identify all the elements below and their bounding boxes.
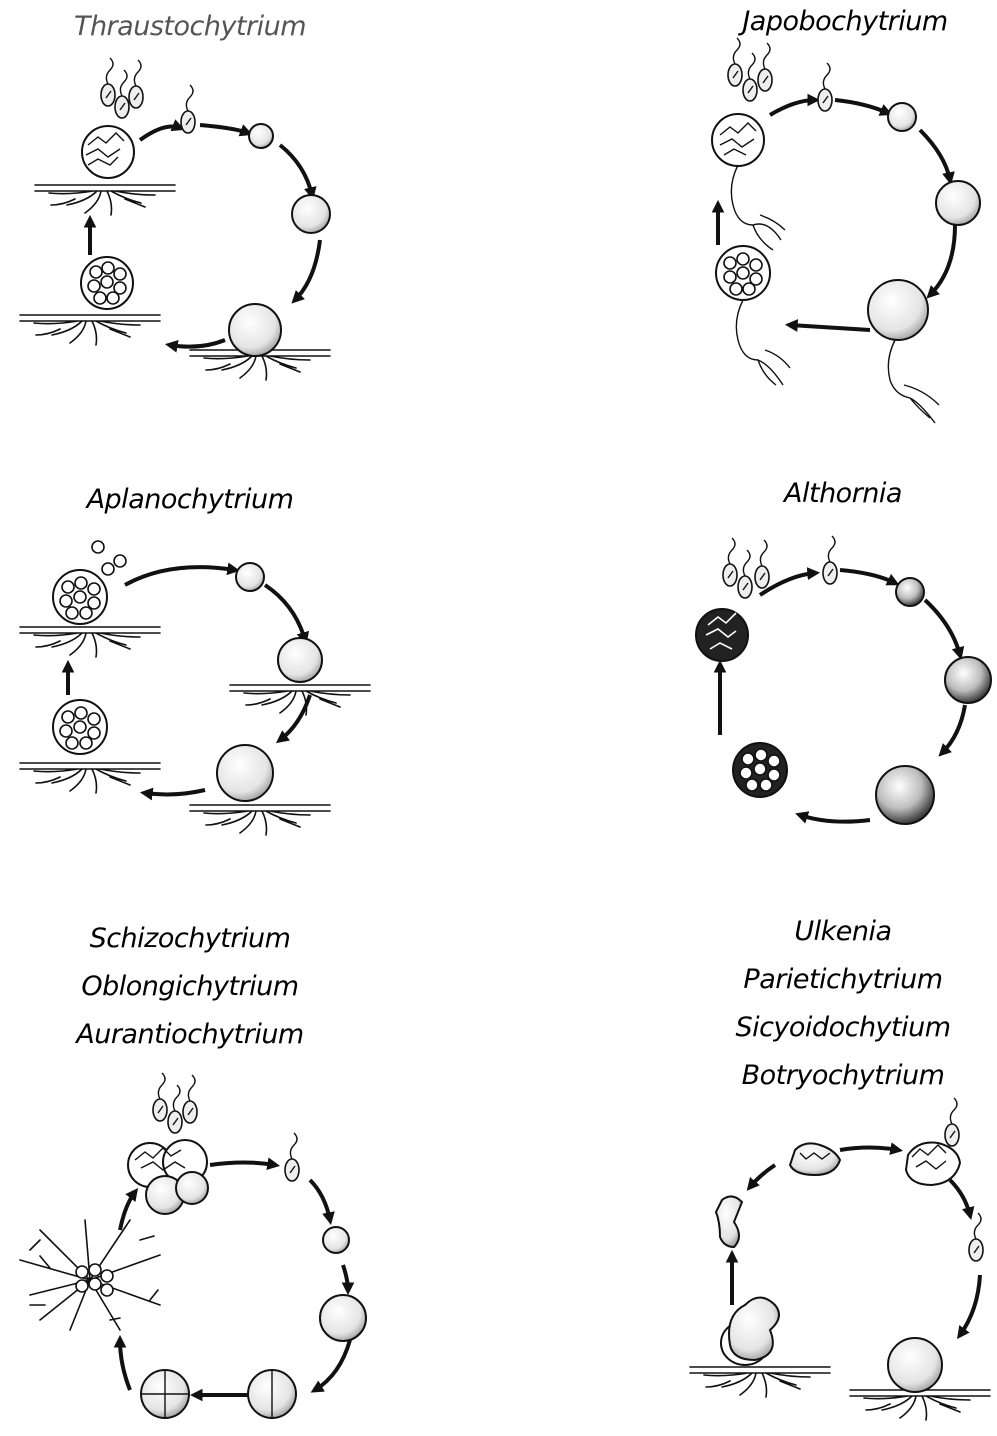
life-cycle-diagram (30, 60, 360, 390)
genus-name: Oblongichytrium (0, 963, 400, 1011)
life-cycle-diagram (680, 1105, 990, 1425)
genus-name: Sicyoidochytium (633, 1004, 997, 1052)
genus-name: Althornia (633, 470, 997, 518)
genus-name: Aurantiochytrium (0, 1011, 400, 1059)
life-cycle-diagram (10, 1090, 370, 1430)
genus-label-group: Schizochytrium Oblongichytrium Aurantioc… (0, 915, 400, 1059)
genus-label: Thraustochytrium (0, 3, 400, 51)
genus-label: Althornia (633, 470, 997, 518)
genus-name: Schizochytrium (0, 915, 400, 963)
genus-name: Japobochytrium (635, 0, 997, 46)
genus-label: Japobochytrium (635, 0, 997, 46)
genus-name: Aplanochytrium (0, 476, 400, 524)
genus-name: Parietichytrium (633, 956, 997, 1004)
life-cycle-diagram (690, 525, 997, 835)
life-cycle-diagram (10, 535, 360, 845)
genus-name: Thraustochytrium (0, 3, 400, 51)
genus-label: Aplanochytrium (0, 476, 400, 524)
genus-label-group: Ulkenia Parietichytrium Sicyoidochytium … (633, 908, 997, 1100)
genus-name: Botryochytrium (633, 1052, 997, 1100)
life-cycle-diagram (690, 55, 990, 425)
genus-name: Ulkenia (633, 908, 997, 956)
